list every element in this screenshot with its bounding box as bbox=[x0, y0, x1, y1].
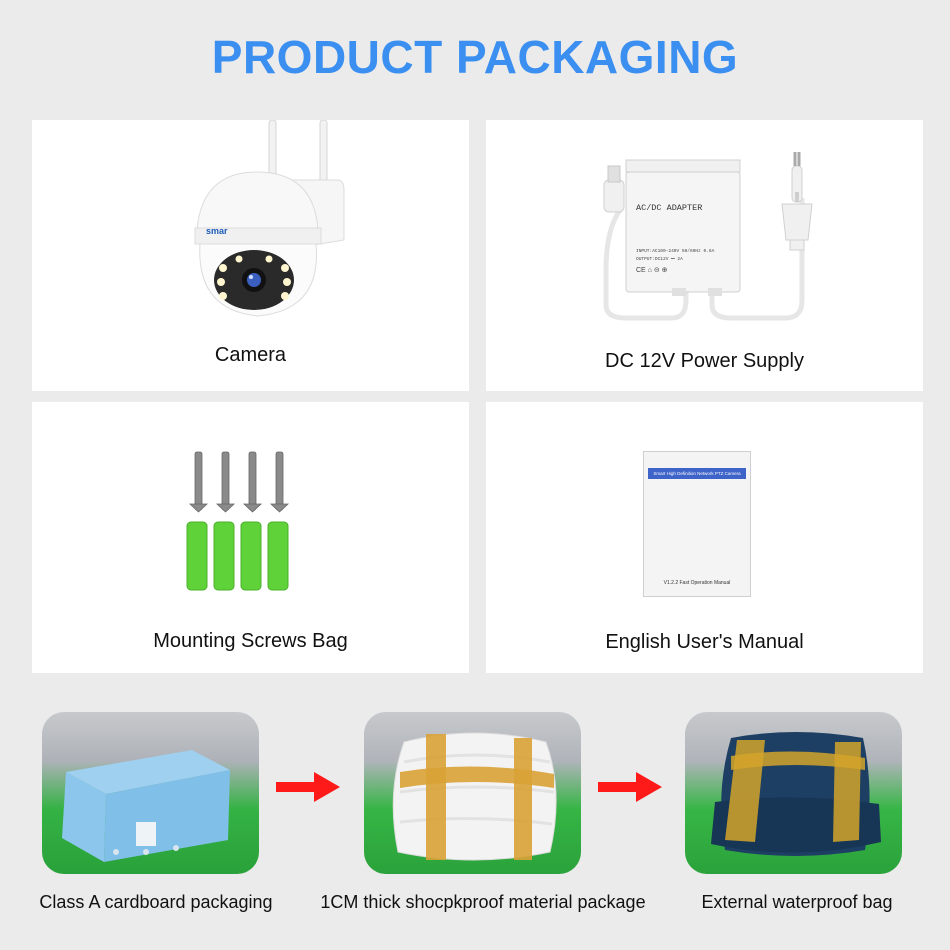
camera-brand: smar bbox=[206, 226, 228, 236]
power-supply-label: DC 12V Power Supply bbox=[605, 350, 804, 372]
manual-booklet: Smart High Definition Network PTZ Camera… bbox=[643, 451, 751, 597]
adapter-output: OUTPUT:DC12V ⎓ 2A bbox=[636, 256, 683, 262]
manual-footer: V1.2.2 Fast Operation Manual bbox=[663, 580, 731, 586]
page-title: PRODUCT PACKAGING bbox=[211, 31, 739, 83]
card-mounting-screws: Mounting Screws Bag bbox=[32, 402, 469, 673]
adapter-title: AC/DC ADAPTER bbox=[636, 203, 702, 213]
photo-cardboard-box bbox=[42, 712, 259, 874]
step-label-foam: 1CM thick shocpkproof material package bbox=[320, 892, 646, 912]
photo-foam-wrap bbox=[364, 712, 581, 874]
arrow-right-icon bbox=[276, 772, 340, 802]
card-user-manual: Smart High Definition Network PTZ Camera… bbox=[486, 402, 923, 673]
card-power-supply: AC/DC ADAPTER INPUT:AC100-240V 50/60Hz 0… bbox=[486, 120, 923, 391]
manual-label: English User's Manual bbox=[605, 631, 804, 653]
screws-label: Mounting Screws Bag bbox=[153, 630, 348, 652]
arrow-right-icon bbox=[598, 772, 662, 802]
power-supply-image: AC/DC ADAPTER INPUT:AC100-240V 50/60Hz 0… bbox=[603, 152, 813, 321]
manual-header: Smart High Definition Network PTZ Camera bbox=[648, 468, 746, 479]
photo-waterproof-bag bbox=[685, 712, 902, 874]
card-camera: smar Camera bbox=[32, 120, 469, 391]
step-label-waterproof: External waterproof bag bbox=[701, 892, 893, 912]
step-label-cardboard: Class A cardboard packaging bbox=[39, 892, 273, 912]
camera-label: Camera bbox=[214, 344, 287, 366]
camera-image: smar bbox=[194, 120, 345, 317]
svg-text:CE ⌂ ⊝ ⊕: CE ⌂ ⊝ ⊕ bbox=[636, 267, 668, 274]
screws-image bbox=[186, 451, 290, 591]
adapter-input: INPUT:AC100-240V 50/60Hz 0.6A bbox=[636, 248, 715, 254]
